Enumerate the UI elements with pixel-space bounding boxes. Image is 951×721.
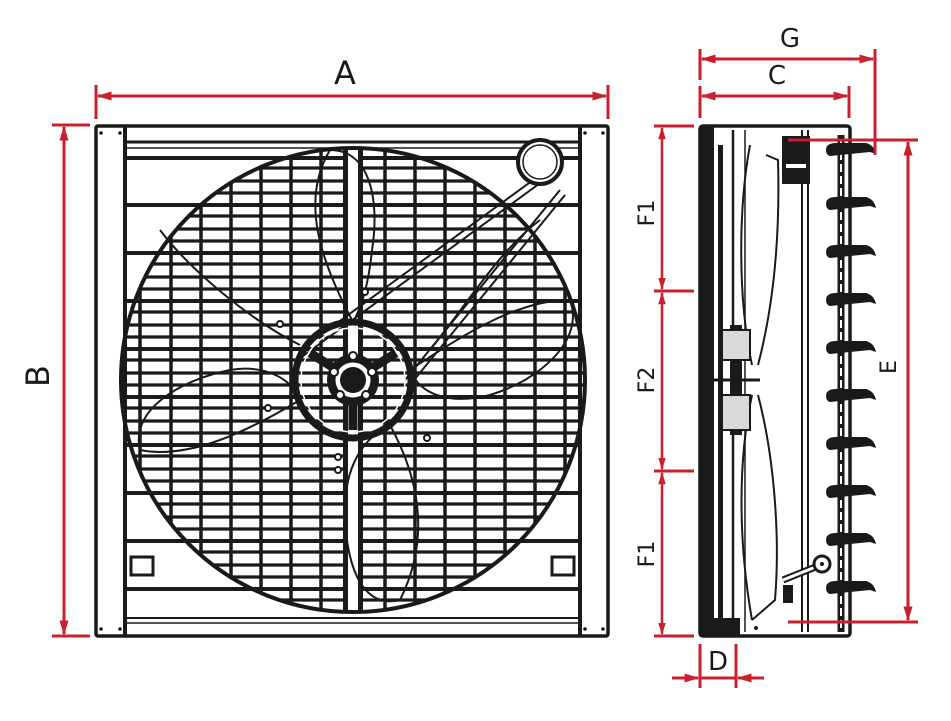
blade-rivets: [264, 288, 431, 474]
dimension-G: [698, 49, 877, 155]
dimension-C: [698, 86, 851, 118]
dimension-label-D: D: [707, 647, 729, 677]
dimension-B: [52, 123, 90, 638]
dimension-A: [94, 85, 610, 119]
pulley: [516, 138, 564, 186]
dimension-label-C: C: [767, 61, 787, 91]
dimension-E: [788, 138, 918, 624]
dimension-label-A: A: [334, 54, 356, 92]
shutter-blades: [826, 143, 876, 594]
side-view: [698, 124, 876, 638]
fan-hub: [291, 318, 415, 442]
dimension-label-G: G: [779, 24, 801, 54]
dimension-label-B: B: [19, 365, 57, 387]
dimension-F: [654, 124, 694, 638]
fan-ring: [119, 146, 587, 614]
dimension-label-F1-bottom: F1: [635, 540, 660, 568]
front-view: [94, 124, 610, 638]
dimension-D: [672, 644, 764, 688]
dimension-label-E: E: [877, 360, 902, 374]
dimension-label-F1-top: F1: [635, 199, 660, 227]
dimension-lines: [52, 49, 918, 688]
frame-bolts: [99, 131, 605, 631]
dimension-label-F2: F2: [635, 366, 660, 394]
